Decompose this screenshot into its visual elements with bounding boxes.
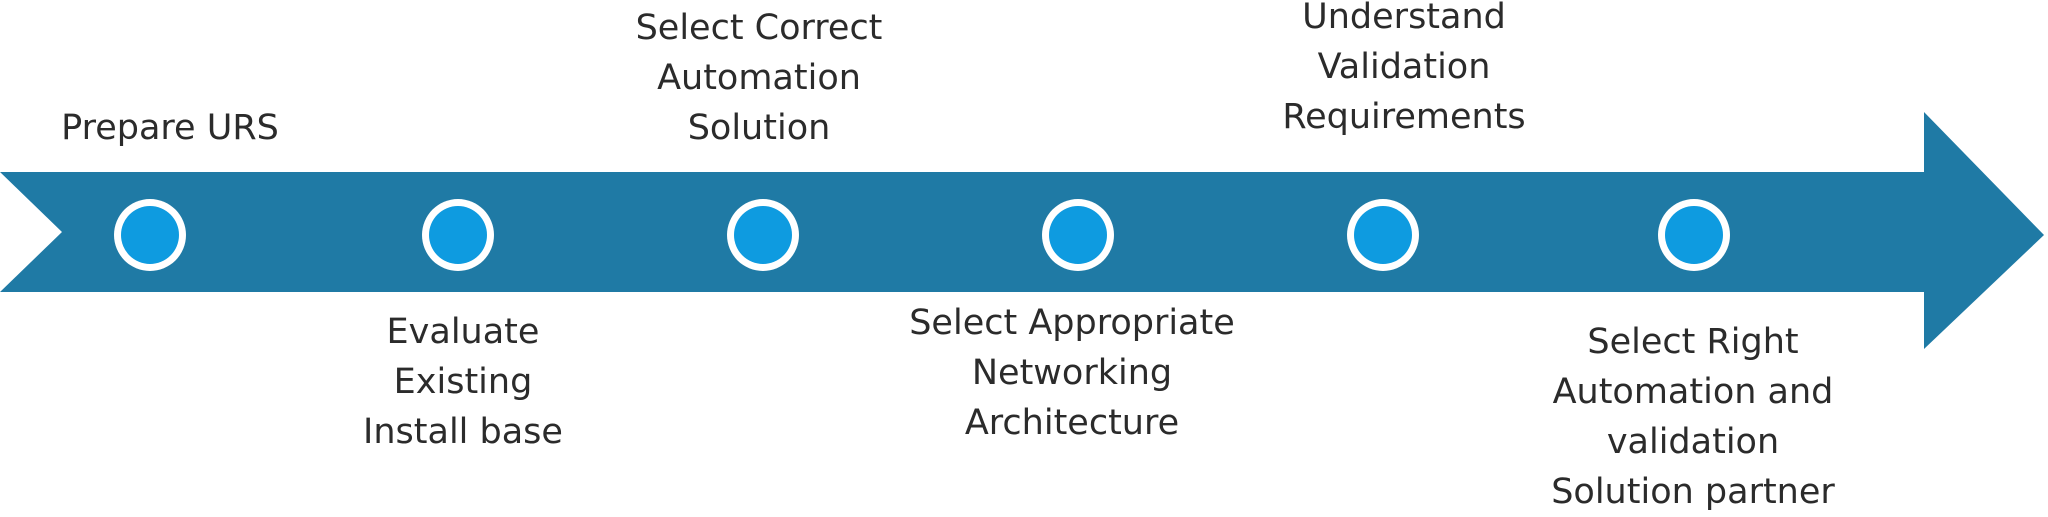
timeline-arrow	[0, 112, 2044, 349]
step-label-evaluate-install-base: Evaluate Existing Install base	[363, 312, 563, 452]
step-node-3	[727, 199, 799, 271]
step-node-2	[422, 199, 494, 271]
step-node-6	[1658, 199, 1730, 271]
step-node-4	[1042, 199, 1114, 271]
step-node-1	[114, 199, 186, 271]
step-label-validation-requirements: Understand Validation Requirements	[1282, 0, 1526, 137]
step-label-select-automation-solution: Select Correct Automation Solution	[635, 8, 883, 148]
step-label-select-solution-partner: Select Right Automation and validation S…	[1551, 322, 1835, 512]
step-label-select-networking-architecture: Select Appropriate Networking Architectu…	[909, 303, 1235, 443]
step-node-5	[1347, 199, 1419, 271]
step-label-prepare-urs: Prepare URS	[61, 108, 279, 148]
